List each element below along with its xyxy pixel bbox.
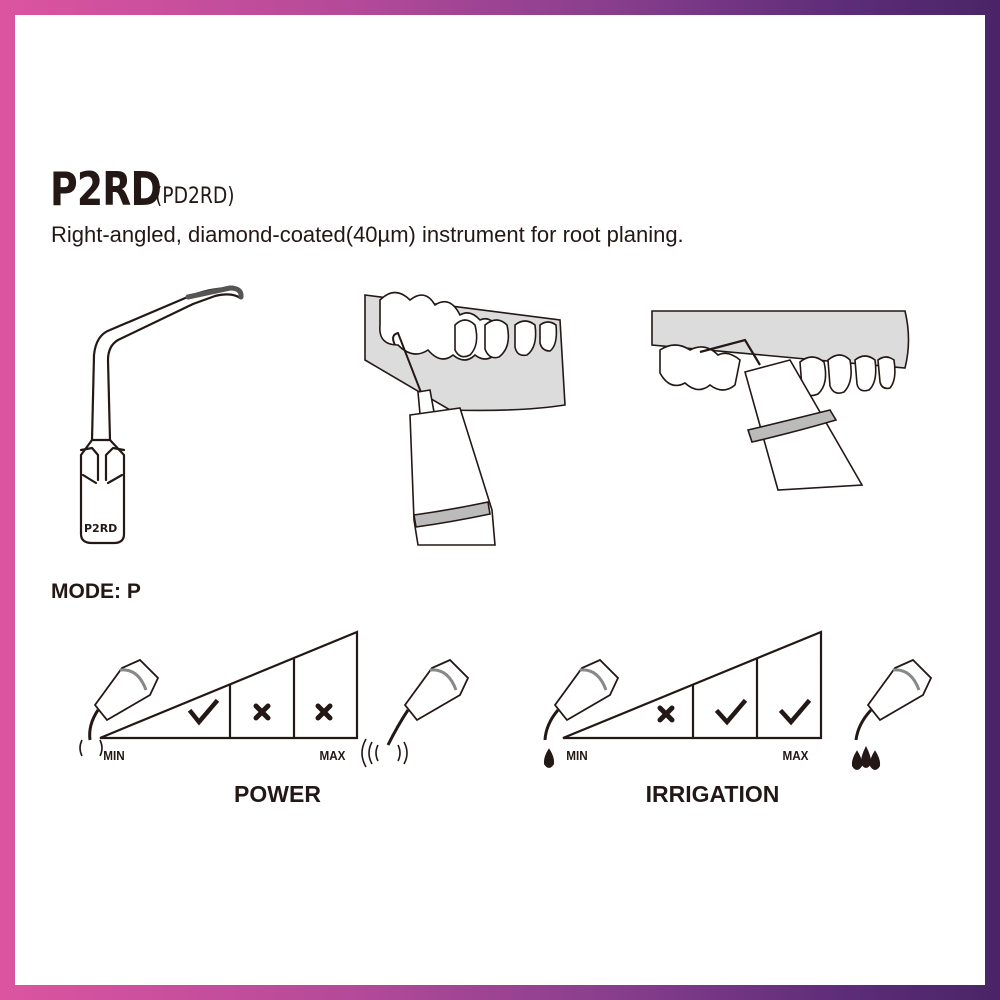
irrigation-level-2-check-icon	[714, 698, 748, 726]
power-level-1-check-icon	[187, 698, 220, 726]
irrigation-level-1-x-icon	[657, 705, 675, 723]
handpiece-low-water-icon	[543, 658, 620, 768]
handpiece-low-vibration-icon	[79, 658, 160, 757]
handpiece-high-water-icon	[851, 658, 933, 770]
alt-model-name: (PD2RD)	[155, 184, 235, 209]
irrigation-chart	[562, 630, 823, 740]
product-description: Right-angled, diamond-coated(40µm) instr…	[51, 222, 684, 247]
mode-label: MODE: P	[51, 580, 141, 603]
power-min-label: MIN	[103, 748, 125, 763]
usage-lower-jaw-icon	[364, 291, 566, 546]
irrigation-min-label: MIN	[566, 748, 588, 763]
tip-engraving: P2RD	[84, 522, 117, 535]
irrigation-level-3-check-icon	[778, 698, 812, 726]
power-max-label: MAX	[319, 748, 346, 763]
power-level-3-x-icon	[315, 703, 333, 721]
model-name: P2RD	[50, 162, 162, 216]
irrigation-caption: IRRIGATION	[645, 781, 780, 807]
tip-drawing-icon: P2RD	[79, 285, 244, 545]
usage-upper-jaw-icon	[651, 310, 910, 491]
power-caption: POWER	[234, 781, 321, 807]
power-level-2-x-icon	[253, 703, 271, 721]
product-title: P2RD (PD2RD)	[50, 166, 249, 212]
irrigation-max-label: MAX	[782, 748, 809, 763]
power-chart	[99, 630, 359, 740]
handpiece-high-vibration-icon	[361, 658, 470, 768]
product-card	[15, 15, 985, 985]
